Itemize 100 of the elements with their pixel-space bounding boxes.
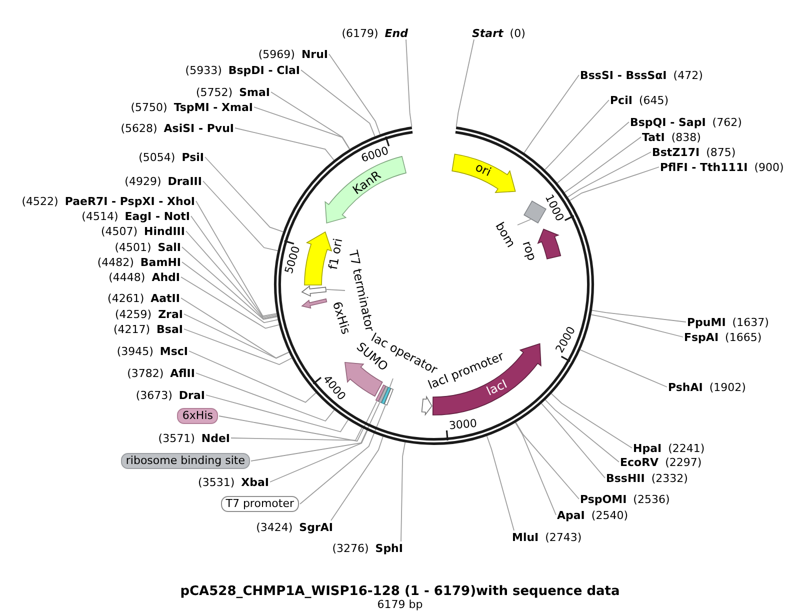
leader-line	[184, 328, 292, 366]
leader-line	[180, 298, 290, 358]
leader-line	[592, 310, 686, 322]
leader-line	[270, 92, 350, 150]
restriction-site-label: (5969) NruI	[258, 48, 328, 60]
restriction-site-label: PflFI - Tth111I (900)	[660, 160, 784, 174]
plasmid-backbone	[273, 126, 595, 446]
restriction-site-label: (3782) AflII	[127, 366, 195, 380]
leader-line	[544, 100, 610, 170]
restriction-site-label: (4501) SalI	[114, 240, 181, 254]
leader-line	[544, 399, 620, 462]
leader-line	[218, 400, 378, 442]
leader-line	[515, 422, 580, 500]
restriction-site-label: (4261) AatII	[108, 292, 180, 304]
restriction-site-label: (4522) PaeR7I - PspXI - XhoI	[22, 194, 195, 208]
tick-label: 6000	[360, 144, 390, 165]
restriction-site-label: (5752) SmaI	[196, 86, 270, 98]
leader-line	[300, 404, 386, 504]
restriction-site-label: EcoRV (2297)	[620, 456, 702, 468]
leader-line	[180, 276, 280, 329]
leader-line	[300, 70, 376, 137]
sequence-feature	[299, 283, 328, 299]
restriction-site-label: (5933) BspDI - ClaI	[185, 64, 300, 76]
tick-label: 3000	[448, 418, 477, 432]
leader-line	[515, 422, 556, 516]
leader-line	[182, 262, 278, 324]
tick-label: 1000	[542, 192, 566, 223]
map-title: pCA528_CHMP1A_WISP16-128 (1 - 6179)with sequence data	[180, 584, 620, 599]
restriction-site-label: TatI (838)	[642, 130, 701, 144]
restriction-site-label: (5054) PsiI	[138, 150, 204, 164]
leader-line	[202, 180, 278, 252]
restriction-site-label: (3531) XbaI	[198, 476, 269, 488]
leader-line	[326, 288, 346, 291]
restriction-site-label: (4929) DraIII	[124, 174, 202, 188]
leader-line	[590, 314, 684, 338]
restriction-site-label: BspQI - SapI (762)	[630, 116, 742, 128]
restriction-site-label: HpaI (2241)	[633, 442, 705, 454]
restriction-site-label: BssSI - BssSαI (472)	[580, 68, 703, 82]
feature-label: ori	[473, 160, 493, 180]
leader-line	[230, 427, 362, 441]
restriction-site-label: MluI (2743)	[512, 530, 582, 544]
leader-line	[250, 402, 380, 462]
sequence-end-label: (6179) End	[342, 26, 408, 40]
restriction-site-label: (3673) DraI	[136, 388, 205, 402]
restriction-site-label: (3945) MscI	[116, 344, 188, 358]
restriction-site-label: (3424) SgrAI	[256, 520, 333, 534]
restriction-site-label: (3276) SphI	[332, 542, 403, 554]
leader-line	[524, 74, 580, 154]
restriction-site-label: (4217) BsaI	[113, 322, 183, 336]
restriction-site-label: ApaI (2540)	[557, 508, 628, 522]
feature-tag: ribosome binding site	[120, 453, 250, 469]
restriction-site-label: (5750) TspMI - XmaI	[130, 100, 253, 114]
tick-label: 5000	[283, 245, 303, 276]
leader-line	[400, 442, 406, 542]
leader-line	[196, 372, 335, 422]
leader-line	[406, 39, 412, 127]
restriction-site-label: (4507) HindIII	[100, 224, 185, 238]
leader-line	[270, 430, 368, 482]
restriction-site-label: FspAI (1665)	[684, 330, 762, 344]
restriction-site-label: PspOMI (2536)	[580, 492, 670, 506]
feature-label: 6xHis	[330, 300, 352, 336]
leader-line	[186, 230, 278, 319]
feature-stripe	[374, 383, 388, 403]
feature-label: f1 ori	[326, 237, 346, 271]
leader-line	[556, 122, 630, 184]
leader-line	[456, 39, 474, 127]
leader-line	[204, 156, 284, 232]
restriction-site-label: PciI (645)	[610, 94, 669, 106]
feature-label: lacI	[484, 378, 510, 398]
leader-line	[580, 349, 668, 388]
leader-line	[188, 350, 316, 403]
feature-stripe	[377, 384, 390, 405]
sequence-feature	[450, 152, 517, 195]
feature-tag: 6xHis	[177, 408, 218, 424]
leader-line	[550, 393, 632, 448]
leader-line	[190, 216, 278, 318]
leader-line	[254, 106, 350, 150]
sequence-start-label: Start (0)	[472, 26, 526, 40]
leader-line	[389, 378, 394, 388]
feature-tag: T7 promoter	[220, 496, 299, 512]
leader-line	[541, 403, 606, 478]
leader-line	[486, 436, 514, 531]
restriction-site-label: BstZ17I (875)	[652, 146, 736, 158]
restriction-site-label: (4482) BamHI	[97, 256, 181, 268]
leader-line	[567, 152, 652, 198]
restriction-site-label: (4259) ZraI	[115, 308, 183, 320]
restriction-site-label: (4514) EagI - NotI	[82, 210, 190, 222]
leader-line	[196, 200, 278, 317]
sequence-length: 6179 bp	[377, 599, 423, 611]
leader-line	[234, 128, 334, 161]
feature-label: rop	[520, 240, 538, 262]
restriction-site-label: BssHII (2332)	[606, 472, 688, 484]
leader-line	[569, 166, 660, 201]
leader-line	[328, 54, 381, 135]
restriction-site-label: (3571) NdeI	[158, 432, 230, 444]
leader-line	[206, 394, 348, 432]
restriction-site-label: (4448) AhdI	[108, 270, 180, 284]
leader-line	[564, 136, 642, 193]
leader-line	[517, 218, 532, 226]
restriction-site-label: PshAI (1902)	[668, 380, 746, 394]
